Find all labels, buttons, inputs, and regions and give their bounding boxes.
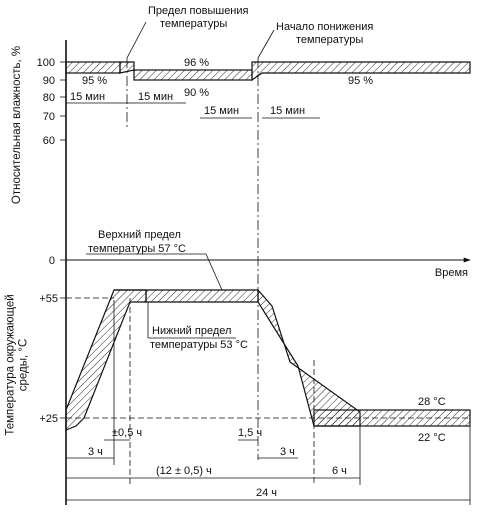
dim-offset-05: ±0,5 ч [112, 427, 142, 439]
dim-dwell-15h: 1,5 ч [238, 427, 262, 439]
humidity-95-left: 95 % [82, 75, 107, 87]
time-axis-label: Время [435, 267, 468, 279]
temperature-tick-25: +25 [39, 413, 58, 425]
humidity-ticks [60, 61, 66, 419]
humidity-tick-100: 100 [37, 57, 55, 69]
upper-temp-limit-label: Верхний предел температуры 57 °С [88, 229, 186, 255]
humidity-96: 96 % [184, 57, 209, 69]
time-dimensions [66, 300, 471, 505]
lower-temp-limit-line1: Нижний предел [152, 325, 231, 337]
temp-rise-limit-leader [126, 21, 147, 59]
lower-temp-limit-label: Нижний предел температуры 53 °С [150, 325, 248, 351]
humidity-95-right: 95 % [348, 75, 373, 87]
dim-rise-3h: 3 ч [88, 446, 103, 458]
upper-temp-limit-line1: Верхний предел [98, 229, 181, 241]
humidity-90: 90 % [184, 87, 209, 99]
humidity-tick-70: 70 [43, 111, 55, 123]
axis-label-line: Температура окружающей [5, 294, 17, 435]
humidity-axis-label: Относительная влажность, % [11, 46, 23, 204]
temp-22-label: 22 °С [418, 432, 446, 444]
temp-rise-limit-line2: температуры [160, 18, 227, 30]
temperature-tick-55: +55 [39, 293, 58, 305]
humidity-tick-80: 80 [43, 92, 55, 104]
temp-fall-start-label: Начало понижения температуры [276, 21, 376, 46]
dim-cycle-12h: (12 ± 0,5) ч [156, 465, 212, 477]
lower-temp-limit-line2: температуры 53 °С [150, 339, 248, 351]
temp-fall-start-line2: температуры [296, 34, 363, 46]
axis-label-line: среды, °С [18, 339, 30, 392]
temp-fall-start-leader [257, 29, 275, 59]
upper-limit-leader [205, 253, 223, 291]
temperature-axis-label: Температура окружающейсреды, °С [5, 294, 30, 435]
upper-temp-limit-line2: температуры 57 °С [88, 243, 186, 255]
duration-15min-left-a: 15 мин [70, 91, 105, 103]
zero-label: 0 [49, 255, 55, 267]
temp-rise-limit-label: Предел повышения температуры [148, 5, 252, 30]
duration-15min-left-b: 15 мин [138, 91, 173, 103]
temperature-band [65, 288, 471, 431]
dim-cool-6h: 6 ч [332, 465, 347, 477]
dim-fall-3h: 3 ч [280, 446, 295, 458]
duration-15min-right-b: 15 мин [270, 105, 305, 117]
dim-total-24h: 24 ч [256, 487, 277, 499]
humidity-tick-60: 60 [43, 135, 55, 147]
humidity-tick-90: 90 [43, 75, 55, 87]
temp-fall-start-line1: Начало понижения [276, 21, 373, 33]
humidity-band [65, 61, 471, 82]
duration-15min-right-a: 15 мин [204, 105, 239, 117]
temp-rise-limit-line1: Предел повышения [148, 5, 249, 17]
temp-28-label: 28 °С [418, 396, 446, 408]
